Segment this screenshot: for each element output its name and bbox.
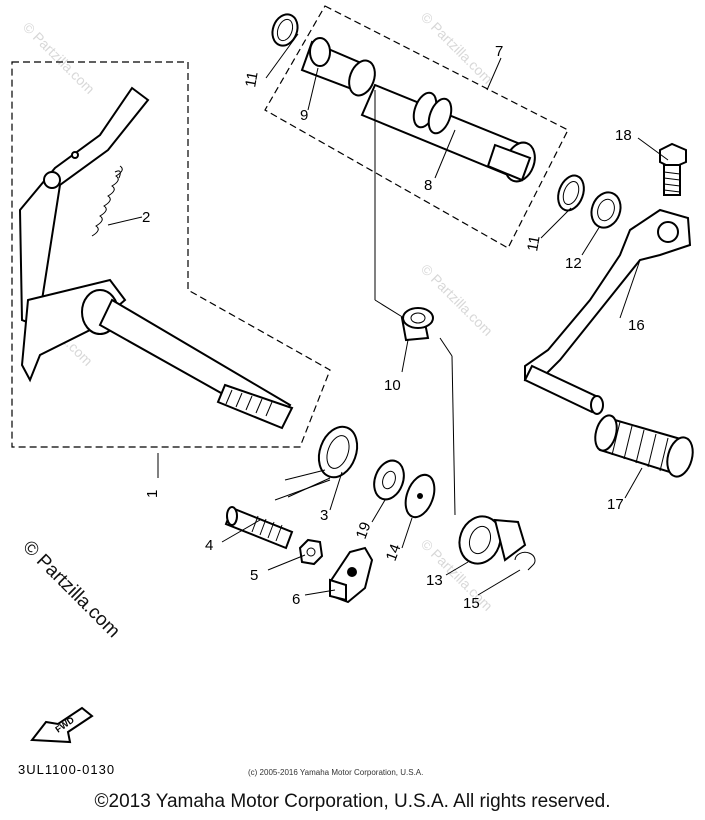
- assembly-box-7: [264, 5, 569, 249]
- part-label: 19: [353, 520, 375, 541]
- shift-shaft-part: [18, 86, 294, 430]
- part-label: 13: [426, 572, 443, 589]
- part-label: 2: [142, 209, 150, 226]
- washer-oilseal-part: [557, 174, 622, 229]
- stopper-lever-part: [328, 546, 374, 604]
- part-label: 1: [144, 490, 161, 498]
- part-label: 15: [463, 595, 480, 612]
- watermark-text: © Partzilla.com: [20, 19, 98, 97]
- part-label: 14: [383, 542, 405, 563]
- part-label: 11: [524, 234, 543, 252]
- pedal-rubber-part: [594, 414, 694, 478]
- document-code: 3UL1100-0130: [18, 762, 116, 777]
- leader-lines: [107, 33, 669, 596]
- torsion-spring-part: [284, 425, 359, 498]
- part-label: 3: [320, 507, 328, 524]
- part-label: 12: [565, 255, 582, 272]
- spring-part: [91, 165, 123, 237]
- stud-bolt-part: [224, 506, 294, 550]
- watermark-text: © Partzilla.com: [418, 9, 496, 87]
- small-copyright: (c) 2005-2016 Yamaha Motor Corporation, …: [248, 768, 424, 777]
- part-label: 16: [628, 317, 645, 334]
- assembly-box-1: [11, 61, 331, 448]
- part-label: 5: [250, 567, 258, 584]
- watermark-main: © Partzilla.com: [18, 537, 123, 642]
- nut-part: [298, 538, 324, 566]
- bolt-part: [659, 142, 687, 196]
- watermark-text: © Partzilla.com: [418, 261, 496, 339]
- bearing-washer-part: [373, 459, 436, 519]
- shift-pedal-part: [523, 208, 692, 415]
- part-label: 17: [607, 496, 624, 513]
- footer-copyright: ©2013 Yamaha Motor Corporation, U.S.A. A…: [94, 791, 611, 812]
- part-label: 4: [205, 537, 213, 554]
- shift-arm-shaft-part: [271, 13, 536, 183]
- part-label: 7: [495, 43, 503, 60]
- part-label: 10: [384, 377, 401, 394]
- fwd-arrow-icon: FWD: [30, 706, 94, 744]
- part-label: 18: [615, 127, 632, 144]
- part-label: 11: [242, 70, 261, 88]
- part-label: 9: [300, 107, 308, 124]
- collar-part: [400, 307, 434, 342]
- part-label: 8: [424, 177, 432, 194]
- part-labels: 1 2 3 4 5 6 7 8 9 10 11 11 12 13 14 15 1…: [142, 43, 645, 612]
- part-label: 6: [292, 591, 300, 608]
- roller-circlip-part: [458, 515, 536, 571]
